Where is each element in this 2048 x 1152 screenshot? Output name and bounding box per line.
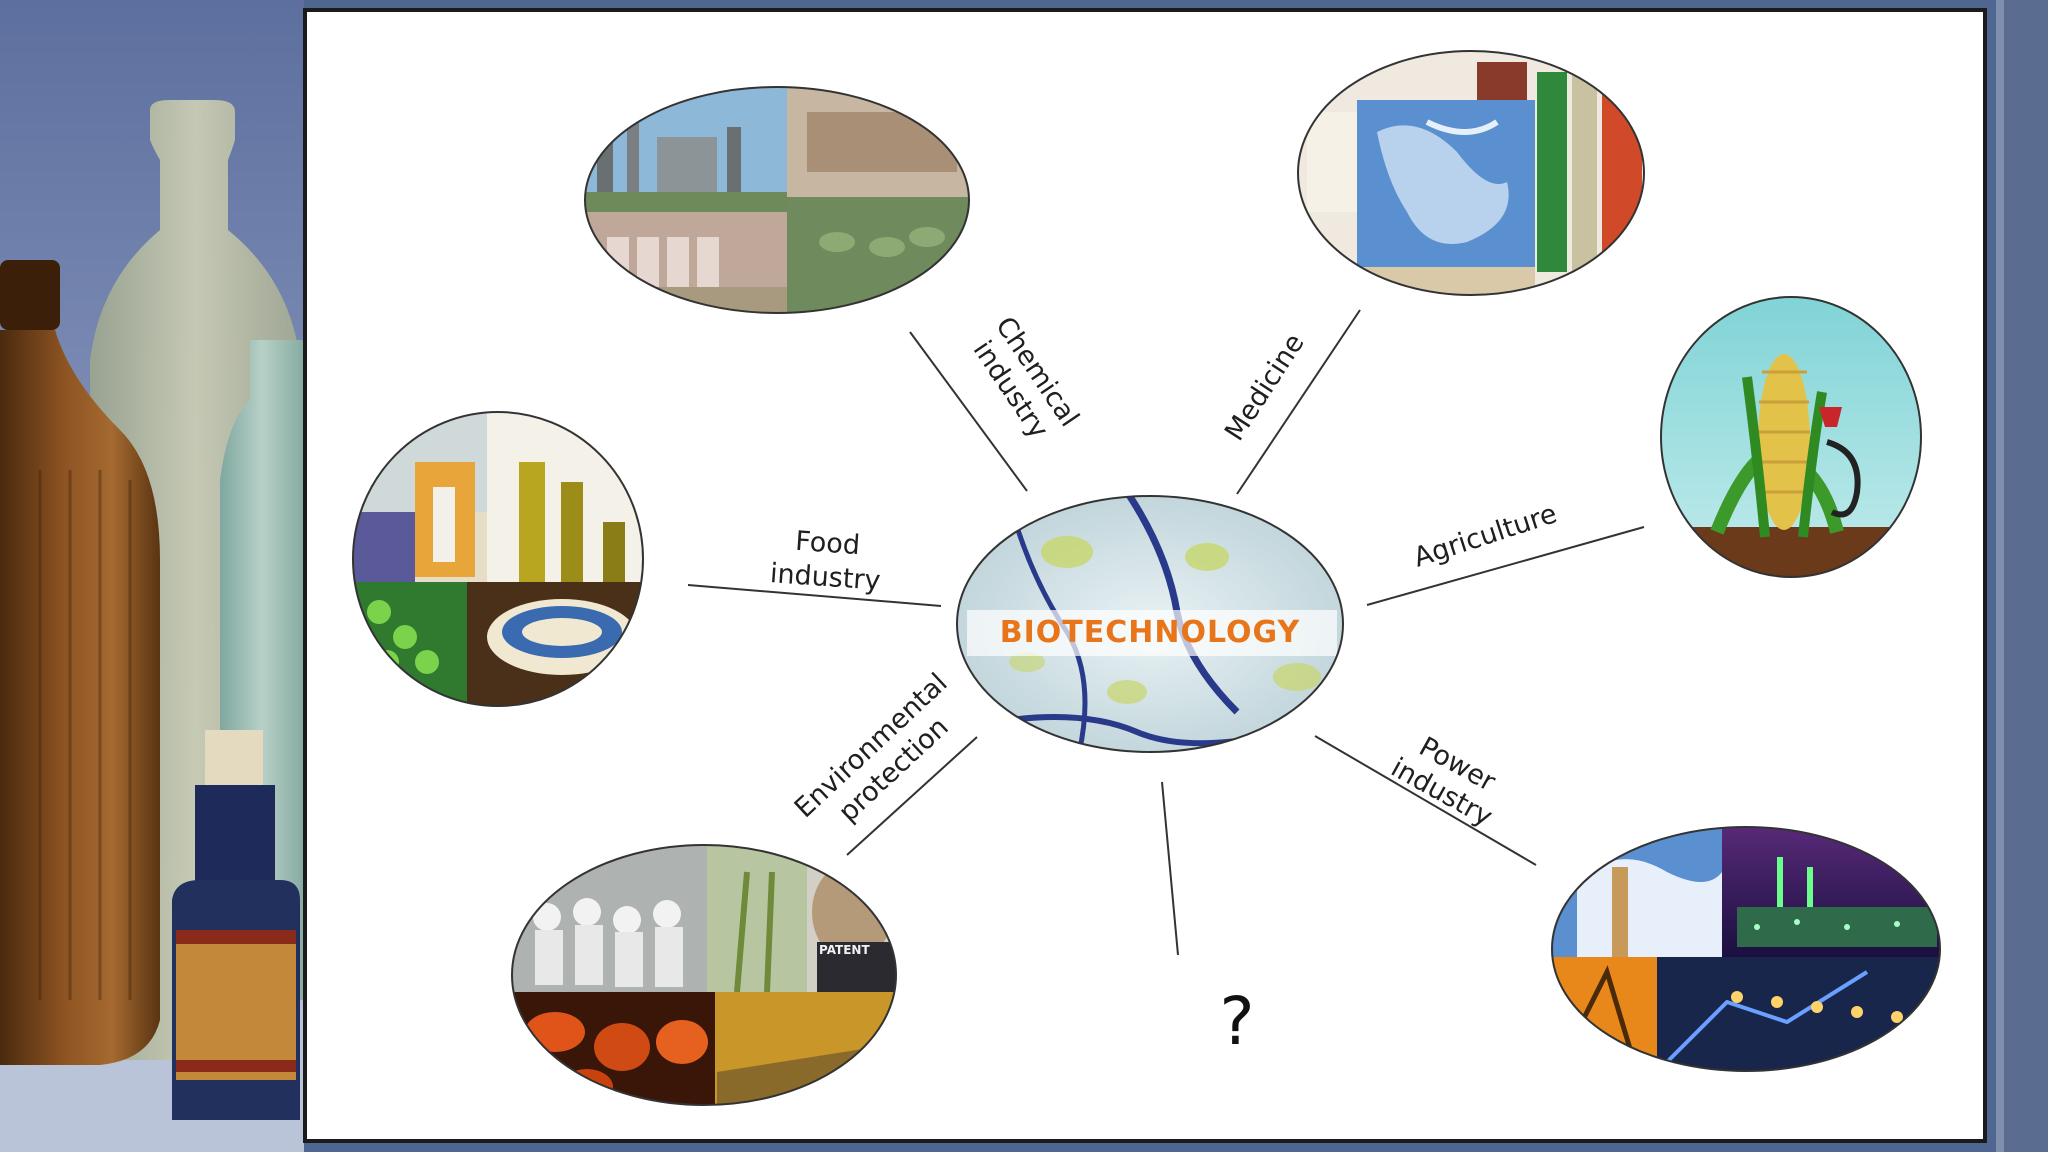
patent-sign-text: PATENT — [819, 943, 870, 957]
center-label: BIOTECHNOLOGY — [1000, 615, 1301, 650]
label-food-industry: Food industry — [769, 524, 884, 597]
label-medicine: Medicine — [1219, 328, 1311, 446]
label-medicine-line1: Medicine — [1219, 328, 1311, 446]
label-agriculture: Agriculture — [1410, 498, 1561, 573]
bottles-photo — [0, 0, 304, 1152]
label-food-line2: industry — [769, 558, 882, 597]
spoke-unknown — [1162, 782, 1178, 955]
label-environmental-protection: Environmental protection — [789, 667, 976, 848]
slide: PATENT — [303, 8, 1987, 1143]
power-industry-photo — [1547, 822, 1947, 1082]
right-edge-strip — [1996, 0, 2048, 1152]
label-unknown: ? — [1219, 983, 1254, 1060]
biotechnology-diagram: PATENT — [307, 12, 1983, 1139]
chemical-industry-photo — [577, 82, 977, 322]
label-power-industry: Power industry — [1386, 724, 1513, 833]
medicine-photo — [1297, 51, 1647, 307]
label-agriculture-line1: Agriculture — [1410, 498, 1561, 573]
agriculture-photo — [1657, 292, 1927, 587]
label-food-line1: Food — [794, 526, 861, 561]
environmental-protection-photo — [507, 842, 907, 1112]
